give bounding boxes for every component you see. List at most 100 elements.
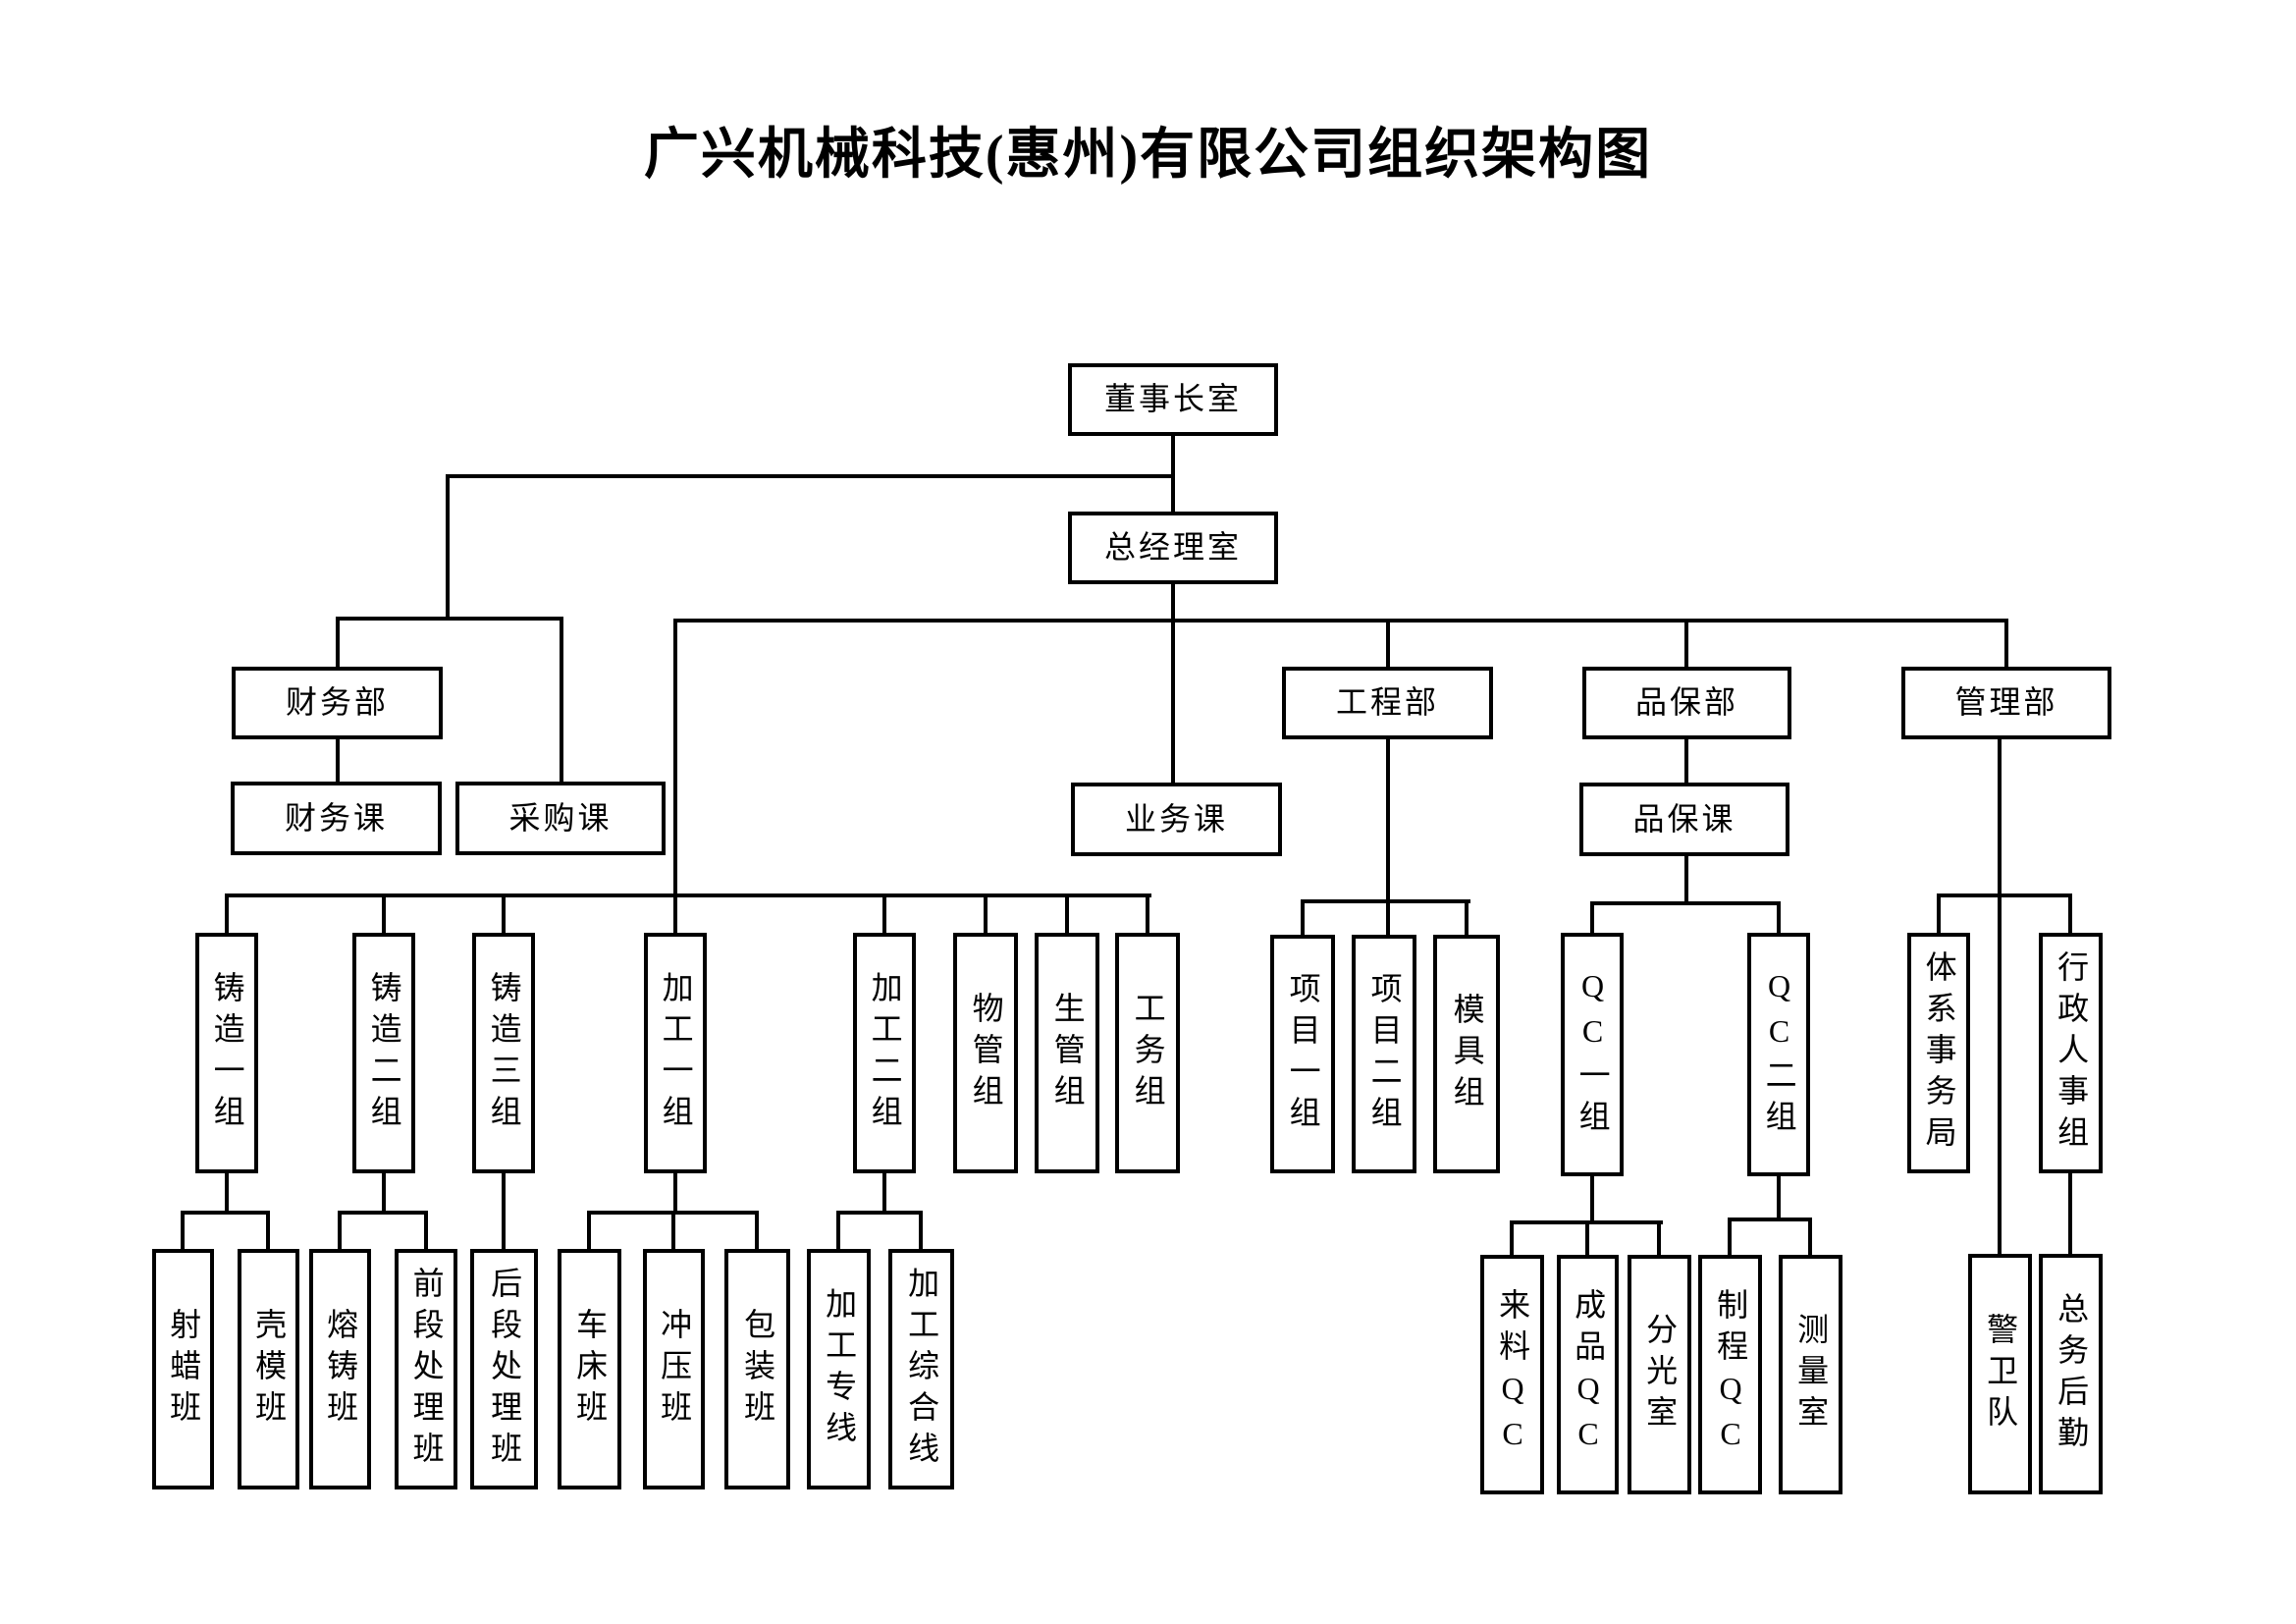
connector-line [336, 617, 340, 669]
node-finished-qc: 成品QC [1557, 1255, 1619, 1494]
connector-line [1657, 1220, 1661, 1257]
connector-line [338, 1211, 342, 1251]
node-qc-group-2: QC二组 [1747, 933, 1810, 1176]
connector-line [1728, 1218, 1732, 1257]
connector-line [1171, 434, 1175, 514]
connector-line [1585, 1220, 1589, 1257]
connector-line [225, 893, 229, 935]
connector-line [1808, 1218, 1812, 1257]
connector-line [2004, 619, 2008, 669]
connector-line [1171, 584, 1175, 785]
node-stamping-class: 冲压班 [643, 1249, 705, 1489]
node-project-group-1: 项目一组 [1270, 935, 1335, 1173]
connector-line [502, 1169, 506, 1251]
node-packing-class: 包装班 [724, 1249, 790, 1489]
connector-line [181, 1211, 270, 1215]
connector-line [266, 1211, 270, 1251]
connector-line [1937, 893, 2072, 897]
connector-line [1684, 854, 1688, 903]
connector-line [1301, 899, 1470, 903]
connector-line [836, 1211, 923, 1215]
connector-line [1146, 893, 1149, 935]
node-gm-office: 总经理室 [1068, 512, 1278, 584]
connector-line [225, 893, 1151, 897]
node-wax-injection-class: 射蜡班 [152, 1249, 214, 1489]
connector-line [673, 1169, 677, 1213]
node-system-affairs-bureau: 体系事务局 [1907, 933, 1970, 1173]
connector-line [336, 617, 563, 621]
node-engineering-dept: 工程部 [1282, 667, 1493, 739]
connector-line [502, 893, 506, 935]
node-melting-casting-class: 熔铸班 [309, 1249, 371, 1489]
connector-line [673, 619, 677, 935]
connector-line [1590, 901, 1594, 935]
connector-line [336, 737, 340, 784]
node-material-mgmt-group: 物管组 [953, 933, 1018, 1173]
connector-line [671, 1211, 675, 1251]
connector-line [1998, 737, 2002, 1256]
connector-line [446, 474, 1175, 478]
node-chairman-office: 董事长室 [1068, 363, 1278, 436]
connector-line [587, 1211, 591, 1251]
connector-line [919, 1211, 923, 1251]
node-qc-group-1: QC一组 [1561, 933, 1624, 1176]
node-spectrometry-room: 分光室 [1628, 1255, 1691, 1494]
node-business-section: 业务课 [1071, 783, 1282, 856]
node-machining-composite-line: 加工综合线 [888, 1249, 954, 1489]
connector-line [984, 893, 988, 935]
connector-line [1728, 1218, 1812, 1221]
node-finance-section: 财务课 [231, 782, 442, 855]
node-measurement-room: 测量室 [1779, 1255, 1842, 1494]
node-project-group-2: 项目二组 [1352, 935, 1416, 1173]
connector-line [382, 893, 386, 935]
node-hr-admin-group: 行政人事组 [2039, 933, 2103, 1173]
connector-line [1301, 899, 1305, 935]
node-qa-dept: 品保部 [1582, 667, 1791, 739]
connector-line [2068, 893, 2072, 935]
node-purchasing-section: 采购课 [455, 782, 666, 855]
connector-line [673, 619, 2008, 623]
node-front-processing-class: 前段处理班 [395, 1249, 457, 1489]
connector-line [1465, 899, 1468, 935]
page-title: 广兴机械科技(惠州)有限公司组织架构图 [643, 125, 1653, 186]
node-incoming-qc: 来料QC [1480, 1255, 1544, 1494]
connector-line [1777, 1174, 1781, 1219]
node-general-affairs-logistics: 总务后勤 [2039, 1254, 2103, 1494]
connector-line [2068, 1171, 2072, 1256]
node-rear-processing-class: 后段处理班 [470, 1249, 538, 1489]
node-process-qc: 制程QC [1698, 1255, 1762, 1494]
connector-line [382, 1169, 386, 1213]
connector-line [1065, 893, 1069, 935]
node-machining-group-1: 加工一组 [644, 933, 707, 1173]
connector-line [1590, 901, 1781, 905]
connector-line [1590, 1174, 1594, 1222]
connector-line [181, 1211, 185, 1251]
connector-line [560, 617, 563, 784]
node-utility-group: 工务组 [1115, 933, 1180, 1173]
connector-line [1684, 619, 1688, 669]
connector-line [1777, 901, 1781, 935]
connector-line [1684, 737, 1688, 785]
node-admin-dept: 管理部 [1901, 667, 2111, 739]
connector-line [225, 1169, 229, 1213]
connector-line [1510, 1220, 1514, 1257]
node-production-mgmt-group: 生管组 [1035, 933, 1099, 1173]
node-qc-mold-group: 模具组 [1433, 935, 1500, 1173]
node-machining-line: 加工专线 [807, 1249, 871, 1489]
node-lathe-class: 车床班 [558, 1249, 621, 1489]
connector-line [338, 1211, 428, 1215]
connector-line [882, 893, 886, 935]
connector-line [446, 474, 450, 621]
node-finance-dept: 财务部 [232, 667, 443, 739]
node-casting-group-2: 铸造二组 [352, 933, 415, 1173]
connector-line [1386, 619, 1390, 669]
node-machining-group-2: 加工二组 [853, 933, 916, 1173]
node-qa-section: 品保课 [1579, 783, 1789, 856]
connector-line [882, 1169, 886, 1213]
node-security-team: 警卫队 [1968, 1254, 2032, 1494]
connector-line [1937, 893, 1941, 935]
connector-line [1386, 737, 1390, 935]
node-casting-group-1: 铸造一组 [195, 933, 258, 1173]
connector-line [424, 1211, 428, 1251]
